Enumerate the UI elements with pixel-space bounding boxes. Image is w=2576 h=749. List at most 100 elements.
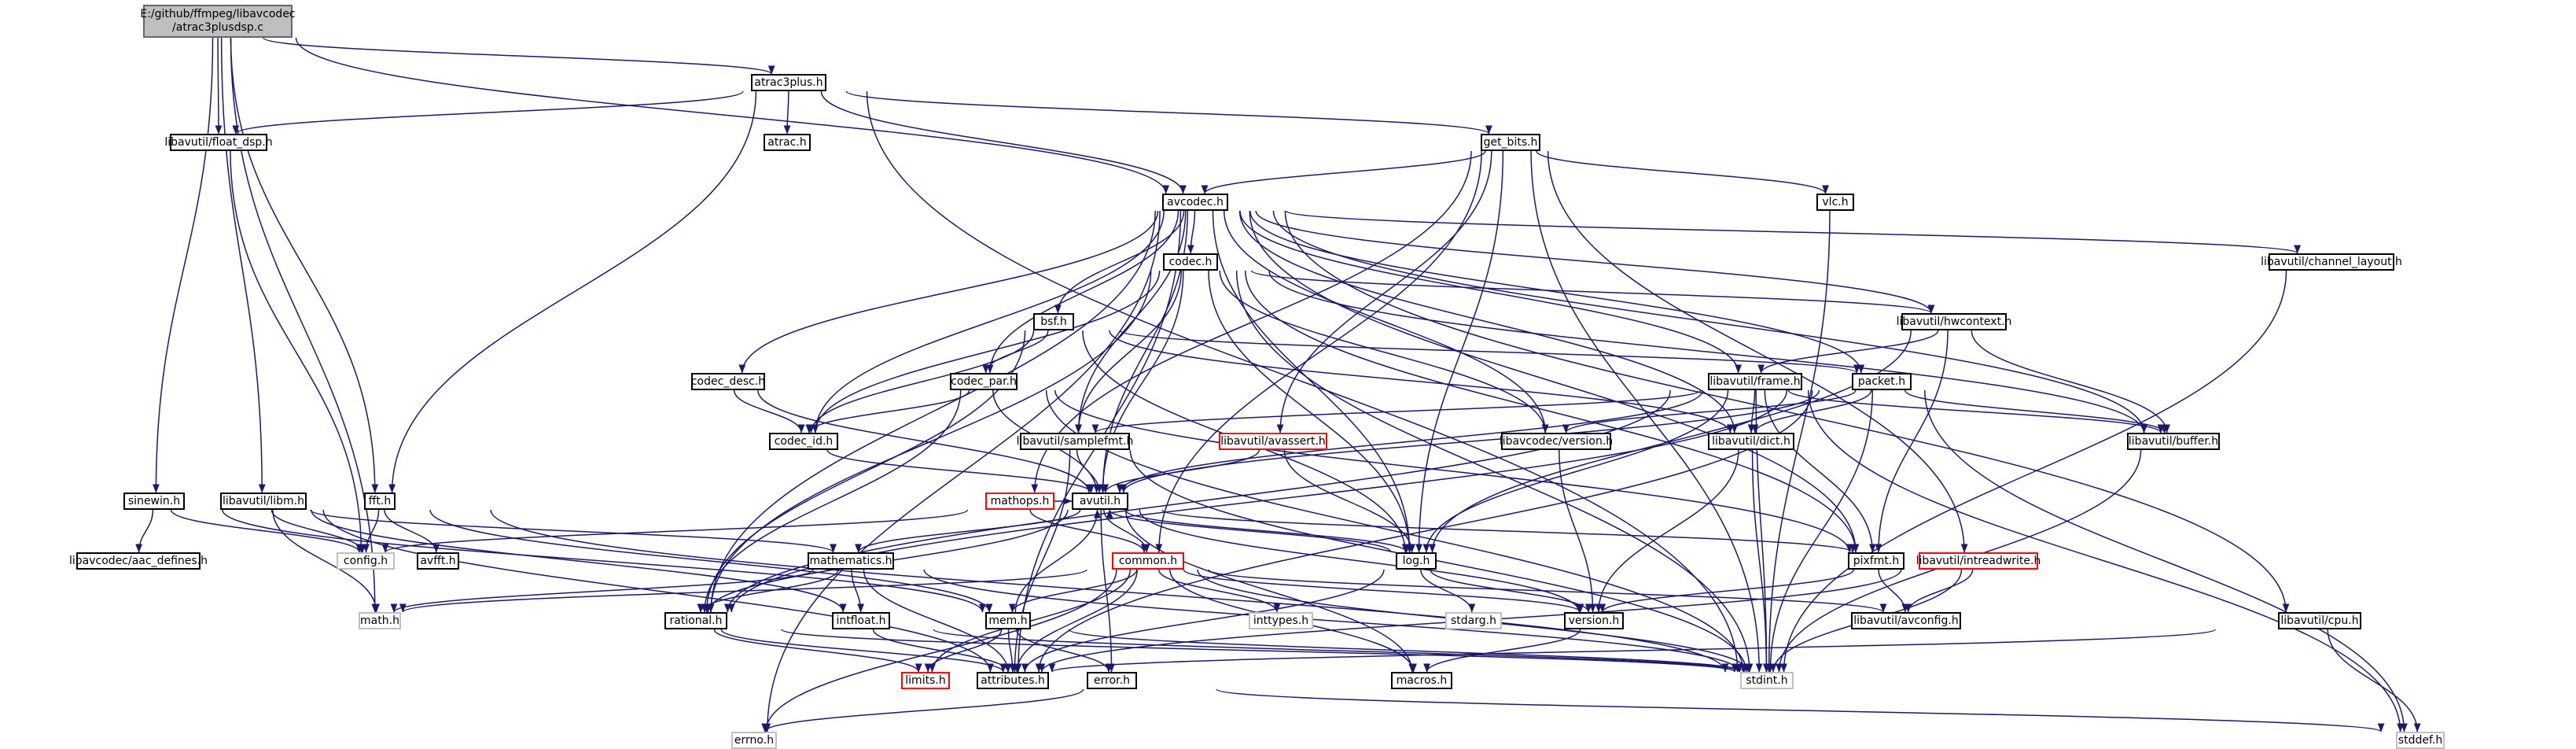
edge-frame-h-to-dict-h	[1747, 389, 1756, 434]
edge-frame-h-to-samplefmt-h	[1091, 389, 1702, 434]
header-node-atrac3plus-h[interactable]: atrac3plus.h	[751, 74, 826, 91]
header-node-cpu-h[interactable]: libavutil/cpu.h	[2278, 612, 2361, 629]
edge-fft-h-to-config-h	[362, 509, 380, 553]
edge-common-h-to-limits-h	[929, 569, 1132, 673]
header-node-pixfmt-h[interactable]: pixfmt.h	[1848, 552, 1904, 570]
header-node-codec-desc-h[interactable]: codec_desc.h	[691, 373, 765, 390]
edge-common-h-to-inttypes-h	[1157, 569, 1281, 613]
root-file-path-line1: E:/github/ffmpeg/libavcodec	[140, 8, 296, 20]
edge-avcodec-h-to-bsf-h	[1054, 210, 1185, 314]
edge-error-h-to-errno-h	[761, 688, 1084, 732]
header-node-avassert-h[interactable]: libavutil/avassert.h	[1219, 433, 1327, 450]
header-node-frame-h[interactable]: libavutil/frame.h	[1708, 373, 1802, 390]
edge-dict-h-to-version-h	[1595, 449, 1739, 613]
edge-get-bits-h-to-vlc-h	[1536, 150, 1829, 194]
edge-packet-h-to-dict-h	[1751, 389, 1872, 434]
header-node-codec-id-h[interactable]: codec_id.h	[769, 433, 838, 450]
header-node-intreadwrite-h[interactable]: libavutil/intreadwrite.h	[1916, 552, 2041, 570]
edge-codec-par-h-to-codec-id-h	[805, 389, 970, 434]
edge-avcodec-h-to-channel-layout-h	[1285, 210, 2301, 254]
edge-pixfmt-h-to-version-h	[1599, 569, 1855, 613]
edge-get-bits-h-to-log-h	[1415, 150, 1504, 553]
edge-get-bits-h-to-mathops-h	[1031, 150, 1472, 493]
header-node-vlc-h[interactable]: vlc.h	[1816, 194, 1854, 211]
edge-codec-h-to-codec-id-h	[811, 270, 1161, 434]
header-node-mathematics-h[interactable]: mathematics.h	[808, 552, 894, 570]
edge-float-dsp-h-to-config-h	[230, 150, 365, 553]
edge-avcodec-h-to-samplefmt-h	[1075, 210, 1187, 434]
header-node-error-h[interactable]: error.h	[1087, 672, 1137, 689]
edge-hwcontext-h-to-pixfmt-h	[1875, 330, 1949, 553]
header-node-sinewin-h[interactable]: sinewin.h	[123, 493, 185, 510]
header-node-macros-h[interactable]: macros.h	[1391, 672, 1452, 689]
edge-avutil-h-to-pixfmt-h	[1161, 509, 1857, 553]
edge-intfloat-h-to-attributes-h	[872, 629, 1012, 673]
edge-codec-h-to-hwcontext-h	[1250, 270, 1934, 314]
header-node-inttypes-h: inttypes.h	[1249, 612, 1313, 629]
header-node-errno-h: errno.h	[731, 732, 777, 749]
header-node-avutil-h[interactable]: avutil.h	[1072, 493, 1128, 510]
header-node-packet-h[interactable]: packet.h	[1852, 373, 1912, 390]
edge-common-h-to-version-h	[1183, 569, 1584, 613]
header-node-bsf-h[interactable]: bsf.h	[1033, 313, 1074, 330]
header-node-libm-h[interactable]: libavutil/libm.h	[220, 493, 307, 510]
edge-get-bits-h-to-intreadwrite-h	[1547, 150, 1968, 553]
header-node-channel-layout-h[interactable]: libavutil/channel_layout.h	[2261, 253, 2402, 271]
header-node-avcodec-h[interactable]: avcodec.h	[1162, 194, 1228, 211]
header-node-samplefmt-h[interactable]: libavutil/samplefmt.h	[1017, 433, 1133, 450]
header-node-avconfig-h[interactable]: libavutil/avconfig.h	[1851, 612, 1961, 629]
header-node-common-h[interactable]: common.h	[1112, 552, 1184, 570]
edge-codec-h-to-stdint-h	[1235, 270, 1754, 673]
header-node-lavc-version-h[interactable]: libavcodec/version.h	[1500, 433, 1613, 450]
edge-codec-h-to-samplefmt-h	[1075, 270, 1182, 434]
header-node-version-h[interactable]: version.h	[1564, 612, 1624, 629]
edge-frame-h-to-avutil-h	[1116, 389, 1704, 493]
edge-packet-h-to-attributes-h	[1035, 389, 1813, 673]
edge-avutil-h-to-macros-h	[1124, 509, 1416, 673]
edge-atrac3plus-h-to-float-dsp-h	[232, 90, 744, 135]
edge-avcodec-h-to-packet-h	[1249, 210, 1865, 374]
edge-codec-id-h-to-avutil-h	[826, 449, 1095, 493]
edge-avcodec-h-to-frame-h	[1239, 210, 1742, 374]
header-node-intfloat-h[interactable]: intfloat.h	[832, 612, 890, 629]
edge-avcodec-h-to-cpu-h	[1284, 210, 2290, 613]
edge-mem-h-to-attributes-h	[1007, 629, 1017, 673]
edge-root-to-fft-h	[230, 37, 379, 493]
header-node-dict-h[interactable]: libavutil/dict.h	[1708, 433, 1794, 450]
header-node-aac-defines-h[interactable]: libavcodec/aac_defines.h	[69, 552, 208, 570]
edge-codec-h-to-lavc-version-h	[1219, 270, 1549, 434]
edge-atrac3plus-h-to-fft-h	[388, 90, 757, 493]
edge-error-h-to-stddef-h	[1216, 688, 2384, 732]
header-node-atrac-h[interactable]: atrac.h	[764, 134, 811, 151]
edge-frame-h-to-log-h	[1422, 389, 1729, 553]
edge-mem-h-to-avutil-h	[1014, 509, 1101, 613]
header-node-mem-h[interactable]: mem.h	[985, 612, 1031, 629]
header-node-mathops-h[interactable]: mathops.h	[985, 493, 1054, 510]
header-node-float-dsp-h[interactable]: libavutil/float_dsp.h	[164, 134, 273, 151]
header-node-buffer-h[interactable]: libavutil/buffer.h	[2127, 433, 2220, 450]
header-node-hwcontext-h[interactable]: libavutil/hwcontext.h	[1897, 313, 2011, 330]
edge-packet-h-to-buffer-h	[1904, 389, 2169, 434]
header-node-codec-par-h[interactable]: codec_par.h	[950, 373, 1018, 390]
edge-fft-h-to-mem-h	[429, 509, 993, 613]
header-node-codec-h[interactable]: codec.h	[1163, 253, 1218, 271]
edge-root-to-sinewin-h	[153, 37, 214, 493]
header-node-fft-h[interactable]: fft.h	[364, 493, 396, 510]
edge-codec-desc-h-to-avutil-h	[757, 389, 1093, 493]
edge-atrac3plus-h-to-avcodec-h	[820, 90, 1187, 194]
edge-codec-h-to-rational-h	[707, 270, 1152, 613]
edge-log-h-to-avutil-h	[1106, 509, 1392, 553]
header-node-limits-h[interactable]: limits.h	[901, 672, 950, 689]
header-node-get-bits-h[interactable]: get_bits.h	[1481, 134, 1540, 151]
edge-packet-h-to-lavc-version-h	[1562, 389, 1857, 434]
header-node-avfft-h[interactable]: avfft.h	[417, 552, 459, 570]
edge-fft-h-to-stdint-h	[490, 509, 1729, 673]
edge-atrac3plus-h-to-get-bits-h	[845, 90, 1492, 135]
edge-mathematics-h-to-intfloat-h	[851, 569, 865, 613]
header-node-rational-h[interactable]: rational.h	[664, 612, 727, 629]
edge-hwcontext-h-to-buffer-h	[1971, 330, 2170, 434]
edge-hwcontext-h-to-frame-h	[1757, 330, 1939, 374]
header-node-attributes-h[interactable]: attributes.h	[977, 672, 1049, 689]
edge-avcodec-h-to-codec-id-h	[811, 210, 1165, 434]
header-node-log-h[interactable]: log.h	[1396, 552, 1437, 570]
